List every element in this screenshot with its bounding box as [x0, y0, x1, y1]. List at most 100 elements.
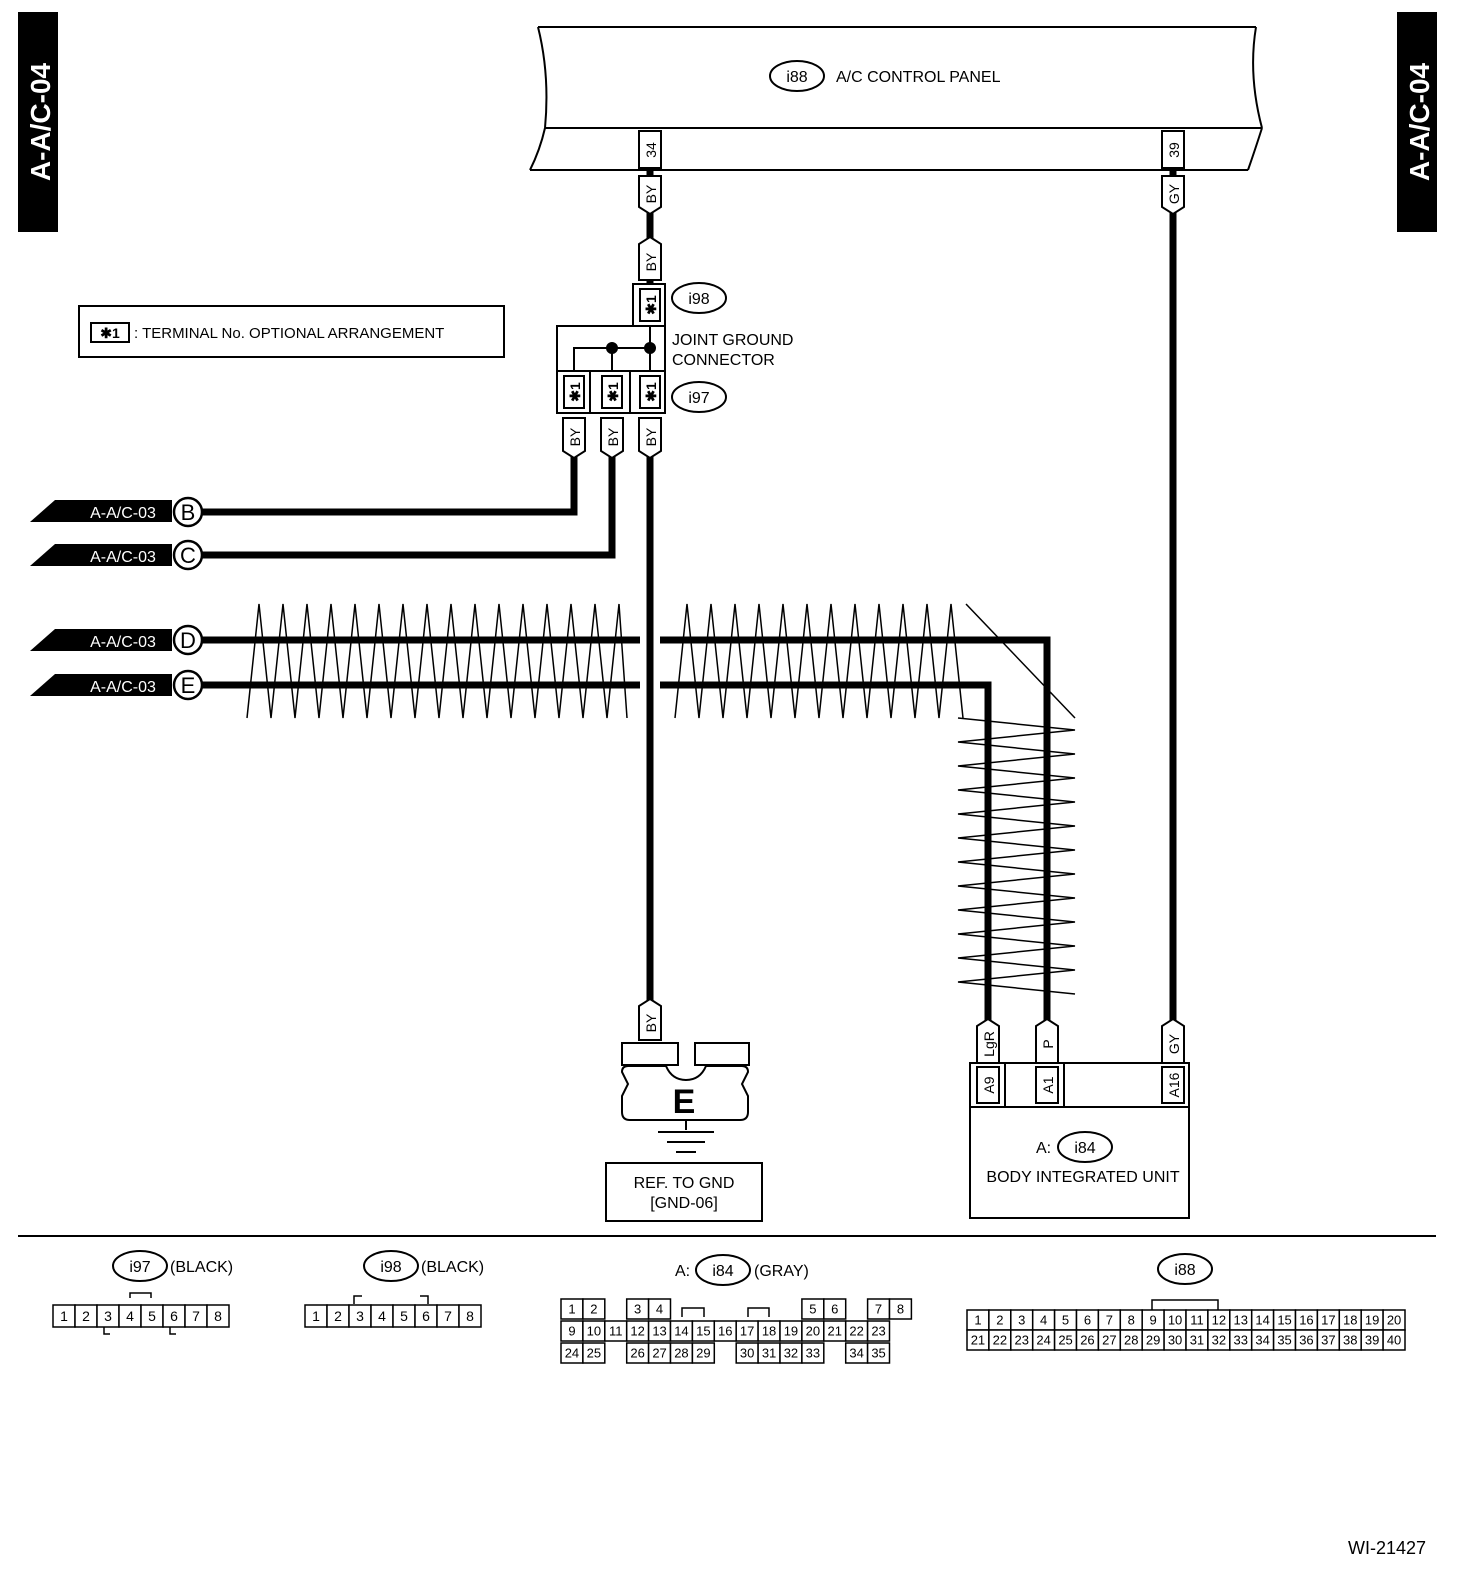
i88-id: i88: [786, 69, 807, 86]
wire-tag-by-c: [600, 417, 624, 460]
cv-i84-pin-23-cell: [866, 1320, 891, 1342]
cv-i88-pin-22: 22: [993, 1333, 1007, 1348]
wire-tag-by-lower-text: BY: [643, 252, 659, 271]
wire-tag-by-ground-text: BY: [643, 427, 659, 446]
cv-i97-color: (BLACK): [170, 1259, 233, 1276]
wire-tag-by-ground-end: [638, 997, 662, 1041]
cv-i88-pin-28: 28: [1124, 1333, 1138, 1348]
cv-i84-pin-2-cell: [582, 1298, 606, 1320]
i97-terminal-1: ✱1: [567, 382, 583, 402]
ref-e-page: A-A/C-03: [90, 679, 156, 696]
cv-i88-pin-20: 20: [1387, 1313, 1401, 1328]
cv-i84-pin-34: 34: [849, 1346, 863, 1361]
cv-i84-pin-12: 12: [630, 1324, 644, 1339]
i98-id: i98: [688, 291, 709, 308]
wire-tag-by-lower: [638, 235, 662, 281]
i97-connector: ✱1 ✱1 ✱1: [556, 370, 666, 414]
cv-i98-color: (BLACK): [421, 1259, 484, 1276]
i97-id: i97: [688, 390, 709, 407]
cv-i88-pin-5: 5: [1062, 1313, 1069, 1328]
page-tab-right: A-A/C-04: [1397, 12, 1437, 232]
cv-i84-color: (GRAY): [754, 1263, 809, 1280]
cv-i88-pin-31: 31: [1190, 1333, 1204, 1348]
i84-terminal-a16: A16: [1166, 1072, 1182, 1097]
cv-i84-pin-26: 26: [630, 1346, 644, 1361]
cv-i88-pin-19: 19: [1365, 1313, 1379, 1328]
cv-i84-pin-11: 11: [609, 1324, 623, 1339]
cv-i97-pin-8-cell: [206, 1304, 230, 1328]
wire-tag-p-text: P: [1040, 1039, 1056, 1048]
cv-i84-pin-33: 33: [806, 1346, 820, 1361]
cv-i84-pin-35-cell: [866, 1342, 891, 1364]
cv-i88-pin-35: 35: [1277, 1333, 1291, 1348]
cv-i97-pin-4: 4: [126, 1308, 134, 1324]
cv-i88-pin-24: 24: [1036, 1333, 1050, 1348]
wire-tag-by-ground: [638, 417, 662, 460]
ref-d-page: A-A/C-03: [90, 634, 156, 651]
i97-terminal-3: ✱1: [643, 382, 659, 402]
ac-control-panel: [529, 26, 1263, 171]
cv-i97-pin-6: 6: [170, 1308, 178, 1324]
cv-i88-pin-21: 21: [971, 1333, 985, 1348]
cv-i84-pin-4-cell: [647, 1298, 672, 1320]
cv-i84-pin-4: 4: [656, 1302, 663, 1317]
cv-i98-id: i98: [380, 1259, 401, 1276]
i97-id-oval: [671, 381, 727, 413]
page-tab-left: A-A/C-04: [18, 12, 58, 232]
i97-terminal-2: ✱1: [605, 382, 621, 402]
cv-i84-pin-35: 35: [871, 1346, 885, 1361]
i98-terminal: ✱1: [643, 295, 659, 315]
cv-i98-pin-7: 7: [444, 1308, 452, 1324]
cv-i84-pin-6: 6: [831, 1302, 838, 1317]
i84-id-oval: [1057, 1131, 1113, 1163]
cv-i97-pin-2: 2: [82, 1308, 90, 1324]
cv-i97-pin-8: 8: [214, 1308, 222, 1324]
i88-terminal-34: 34: [643, 142, 659, 158]
connector-latches: [103, 1292, 1219, 1335]
cv-i88-pin-40: 40: [1387, 1333, 1401, 1348]
legend-text: : TERMINAL No. OPTIONAL ARRANGEMENT: [134, 325, 444, 342]
body-integrated-unit: [969, 1062, 1190, 1219]
cv-i84-pin-15: 15: [696, 1324, 710, 1339]
cv-i84-pin-3: 3: [634, 1302, 641, 1317]
i88-terminal-34-box: [638, 130, 662, 169]
cv-i84-pin-33-cell: [801, 1342, 825, 1364]
cv-i88-pin-14: 14: [1255, 1313, 1269, 1328]
ref-c-letter: C: [180, 543, 196, 568]
ground-terminal: E: [620, 1042, 750, 1121]
legend-symbol: ✱1: [100, 325, 120, 341]
cv-i84-pin-22: 22: [849, 1324, 863, 1339]
wire-tag-by-upper-text: BY: [643, 184, 659, 203]
cv-i88-pin-38: 38: [1343, 1333, 1357, 1348]
wire-tag-gy-upper-text: GY: [1166, 183, 1182, 204]
cv-i84-pin-23: 23: [871, 1324, 885, 1339]
i88-terminal-39: 39: [1166, 142, 1182, 158]
i84-terminal-a9: A9: [981, 1076, 997, 1093]
wire-tag-by-b: [562, 417, 586, 460]
cv-i84-pin-7: 7: [875, 1302, 882, 1317]
i88-id-oval: [769, 60, 825, 92]
cv-i88-pin-6: 6: [1084, 1313, 1091, 1328]
cv-i88-pin-27: 27: [1102, 1333, 1116, 1348]
cv-i84-prefix: A:: [675, 1263, 690, 1280]
ref-d-letter: D: [180, 628, 196, 653]
cv-i84-pin-6-cell: [823, 1298, 847, 1320]
cv-i84-pin-20: 20: [806, 1324, 820, 1339]
ground-ref-line2: [GND-06]: [650, 1195, 718, 1212]
cv-i88-id: i88: [1174, 1262, 1195, 1279]
cv-i84-pin-1: 1: [568, 1302, 575, 1317]
cv-i84-pin-10: 10: [587, 1324, 601, 1339]
cv-i88-pin-2: 2: [996, 1313, 1003, 1328]
cv-i98-pin-1: 1: [312, 1308, 320, 1324]
cv-i88-pin-32: 32: [1212, 1333, 1226, 1348]
cv-i97-pin-1: 1: [60, 1308, 68, 1324]
cv-i88-pin-34: 34: [1255, 1333, 1269, 1348]
wire-tag-lgr-text: LgR: [981, 1031, 997, 1057]
cv-i97-id: i97: [129, 1259, 150, 1276]
cv-i88-oval: [1157, 1253, 1213, 1285]
twisted-pair-zigzag-left: [246, 603, 628, 719]
cv-i88-pin-26: 26: [1080, 1333, 1094, 1348]
cv-i88-pin-11: 11: [1190, 1313, 1204, 1328]
cv-i84-pin-30: 30: [740, 1346, 754, 1361]
